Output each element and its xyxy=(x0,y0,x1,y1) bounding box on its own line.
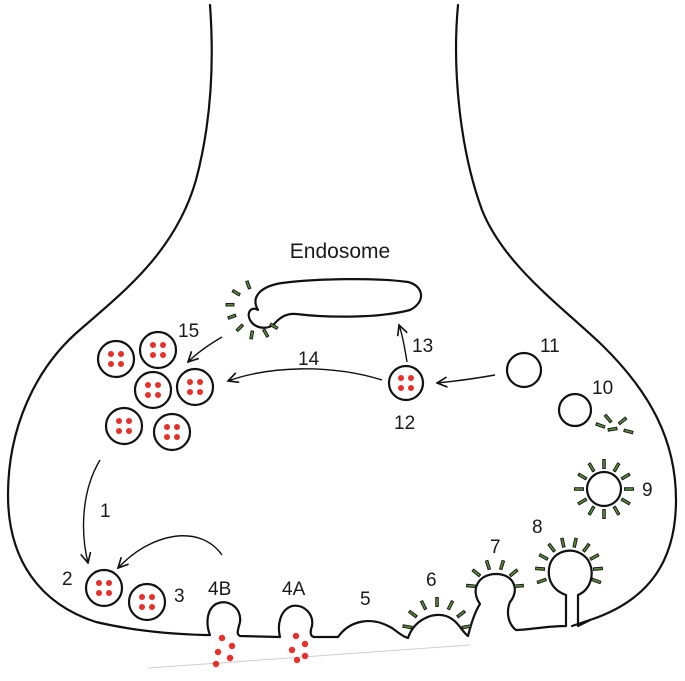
postsynaptic-membrane xyxy=(147,644,471,669)
clathrin-spike xyxy=(466,583,477,589)
terminal-membrane-left xyxy=(6,3,213,637)
vesicle-11 xyxy=(505,351,543,389)
clathrin-spike xyxy=(612,505,621,516)
arrow-15 xyxy=(188,336,223,362)
endosome-body xyxy=(247,278,423,329)
clathrin-spike xyxy=(471,568,482,578)
clathrin-spike xyxy=(498,559,506,571)
clathrin-spike xyxy=(602,459,606,469)
arrow-1 xyxy=(84,459,101,563)
clathrin-spike xyxy=(592,566,603,571)
clathrin-spike xyxy=(435,597,439,607)
label-step-15: 15 xyxy=(178,321,199,342)
vesicle xyxy=(133,370,173,410)
clathrin-spike xyxy=(536,577,547,585)
clathrin-spike xyxy=(461,624,472,630)
vesicle-2 xyxy=(84,568,124,608)
label-step-14: 14 xyxy=(298,349,320,370)
arrow-13 xyxy=(399,325,407,363)
label-step-4b: 4B xyxy=(208,579,231,600)
clathrin-spike xyxy=(572,537,578,548)
shed-clathrin xyxy=(595,413,634,435)
active-zone-membrane xyxy=(203,549,593,640)
clathrin-spike xyxy=(612,462,621,473)
clathrin-spike xyxy=(508,568,519,578)
vesicle xyxy=(175,367,215,407)
clathrin-spike xyxy=(538,553,549,561)
vesicle-cluster xyxy=(96,330,215,452)
label-step-8: 8 xyxy=(532,517,543,538)
clathrin-spike xyxy=(574,487,584,491)
clathrin-spike xyxy=(587,462,596,473)
terminal-membrane-right xyxy=(454,3,678,628)
arrow-14 xyxy=(228,368,383,381)
label-step-4a: 4A xyxy=(282,579,306,600)
clathrin-spike xyxy=(535,566,546,571)
clathrin-pit-7 xyxy=(466,559,524,589)
label-step-3: 3 xyxy=(174,586,185,607)
vesicle-9-coated xyxy=(574,459,634,519)
clathrin-spike xyxy=(581,542,591,553)
label-step-5: 5 xyxy=(360,589,371,610)
clathrin-spike xyxy=(419,599,428,611)
label-step-1: 1 xyxy=(100,501,111,522)
clathrin-spike xyxy=(577,472,588,481)
clathrin-spike xyxy=(402,624,413,630)
vesicle-12 xyxy=(387,364,425,402)
label-step-2: 2 xyxy=(62,569,73,590)
label-step-12: 12 xyxy=(394,413,415,434)
clathrin-spike xyxy=(620,472,631,481)
clathrin-spike xyxy=(456,609,467,619)
vesicle-3 xyxy=(127,582,167,622)
vesicle xyxy=(152,412,192,452)
label-step-10: 10 xyxy=(592,378,613,399)
clathrin-spike xyxy=(577,497,588,506)
label-step-6: 6 xyxy=(426,570,437,591)
released-transmitter-4a xyxy=(288,632,309,664)
clathrin-spike xyxy=(624,487,634,491)
clathrin-spike xyxy=(547,542,557,553)
label-step-13: 13 xyxy=(412,336,433,357)
clathrin-spike xyxy=(602,509,606,519)
clathrin-pit-8 xyxy=(535,537,603,585)
label-step-9: 9 xyxy=(642,480,653,501)
arrow-4b-to-2 xyxy=(118,535,223,568)
clathrin-spike xyxy=(484,559,492,571)
clathrin-spike xyxy=(587,505,596,516)
clathrin-spike xyxy=(407,609,418,619)
clathrin-spike xyxy=(591,577,602,585)
clathrin-spike xyxy=(620,497,631,506)
vesicle-10 xyxy=(557,392,593,428)
endosome-clathrin-spikes xyxy=(225,280,279,340)
clathrin-spike xyxy=(560,537,566,548)
arrow-12-from-11 xyxy=(437,374,496,383)
vesicle xyxy=(104,406,144,446)
label-step-7: 7 xyxy=(490,537,501,558)
label-endosome: Endosome xyxy=(290,240,390,263)
released-transmitter-4b xyxy=(212,634,236,668)
vesicle xyxy=(96,339,136,379)
clathrin-spike xyxy=(513,583,524,589)
clathrin-spike xyxy=(589,553,600,561)
clathrin-spike xyxy=(446,599,455,611)
vesicle xyxy=(138,330,178,370)
label-step-11: 11 xyxy=(540,336,560,357)
clathrin-pit-6 xyxy=(402,597,472,630)
